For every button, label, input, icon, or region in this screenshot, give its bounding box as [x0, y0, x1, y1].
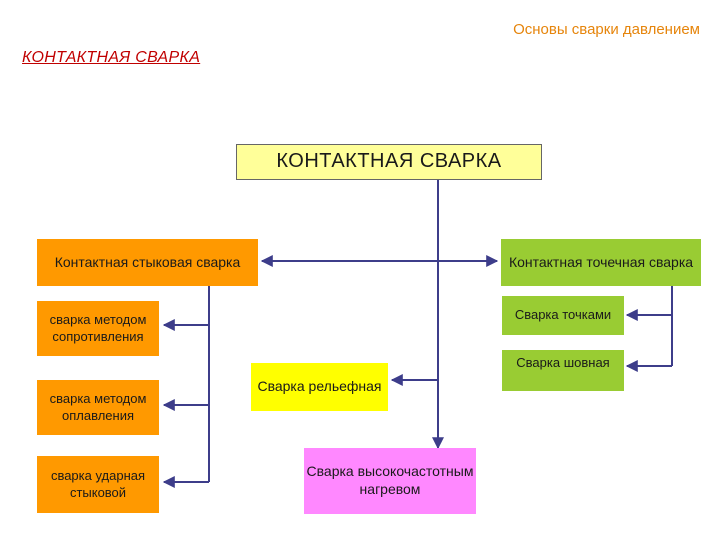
spot-welding-node: Контактная точечная сварка [501, 239, 701, 286]
page-title: КОНТАКТНАЯ СВАРКА [22, 49, 201, 66]
header-title: Основы сварки давлением [513, 21, 700, 38]
hf-welding-node: Сварка высокочастотным нагревом [304, 448, 476, 514]
spot-child-points: Сварка точками [502, 296, 624, 335]
root-node: КОНТАКТНАЯ СВАРКА [236, 144, 542, 180]
spot-child-seam: Сварка шовная [502, 350, 624, 391]
relief-welding-node: Сварка рельефная [251, 363, 388, 411]
butt-child-percussion: сварка ударная стыковой [37, 456, 159, 513]
butt-child-resistance: сварка методом сопротивления [37, 301, 159, 356]
butt-child-flash: сварка методом оплавления [37, 380, 159, 435]
butt-welding-node: Контактная стыковая сварка [37, 239, 258, 286]
